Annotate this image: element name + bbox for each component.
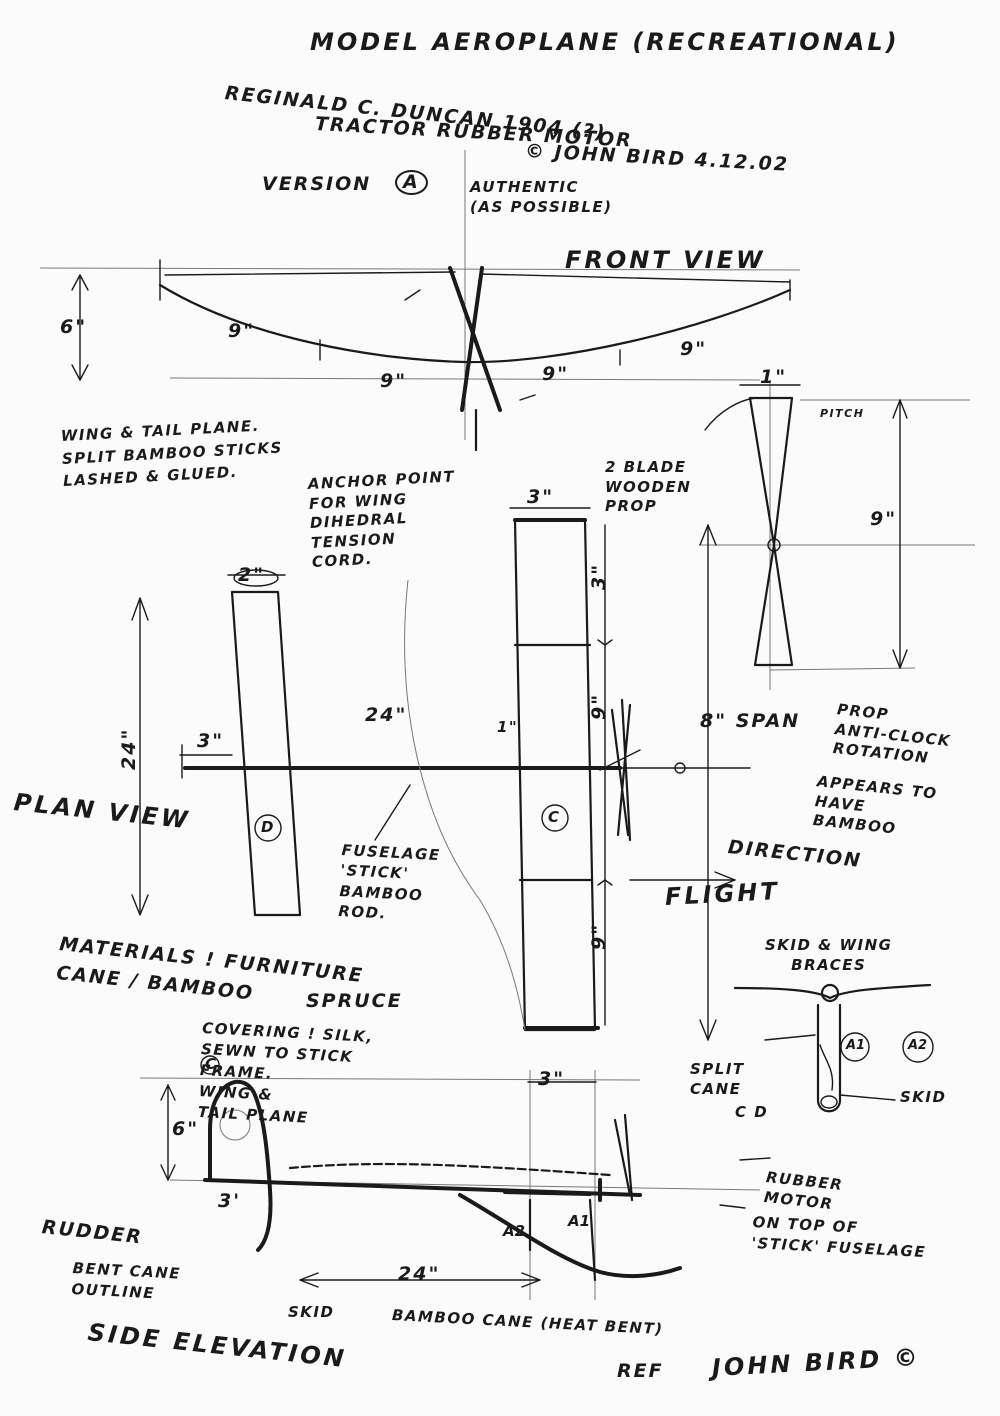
side-skid-label: SKID bbox=[288, 1303, 335, 1321]
tail-span-dim: 24" bbox=[118, 727, 140, 770]
version-label: VERSION bbox=[262, 173, 372, 195]
prop-lower-blade bbox=[753, 543, 794, 667]
prop-width-dim: 1" bbox=[760, 366, 788, 388]
version-note: AUTHENTIC (AS POSSIBLE) bbox=[470, 178, 613, 216]
skid-detail-label: SKID bbox=[900, 1088, 947, 1106]
footer-ref: REF bbox=[617, 1360, 664, 1382]
fuselage-note: FUSELAGE 'STICK' BAMBOO ROD. bbox=[337, 841, 442, 923]
prop-half-span-dim: 9" bbox=[870, 508, 898, 530]
wing-tailplane-note: WING & TAIL PLANE. SPLIT BAMBOO STICKS L… bbox=[60, 416, 284, 490]
dihedral-tension-cord bbox=[404, 579, 526, 1031]
title-main: MODEL AEROPLANE (RECREATIONAL) bbox=[310, 28, 900, 56]
rudder-width-dim: 3' bbox=[218, 1190, 242, 1212]
version-mark: A bbox=[395, 170, 428, 195]
rudder-height-dim: 6" bbox=[172, 1118, 200, 1140]
spruce-note: SPRUCE bbox=[306, 990, 403, 1012]
front-view-label: FRONT VIEW bbox=[565, 246, 766, 274]
tail-mark: D bbox=[261, 818, 274, 836]
side-mark-a1: A1 bbox=[568, 1212, 591, 1230]
skid-mark-a1: A1 bbox=[846, 1038, 866, 1053]
prop-material-note: APPEARS TO HAVE BAMBOO bbox=[812, 772, 939, 838]
prop-tip-note: PITCH bbox=[820, 407, 865, 420]
skid-braces-label: SKID & WING BRACES bbox=[765, 936, 893, 974]
skid-detail-drawing bbox=[733, 983, 934, 1113]
prop-rotation-note: PROP ANTI-CLOCK ROTATION bbox=[832, 700, 953, 767]
skid-detail-cane bbox=[816, 1003, 842, 1113]
heat-bent-skid bbox=[458, 1193, 682, 1279]
front-view-wing-curve bbox=[158, 283, 792, 364]
front-view-seg-3: 9" bbox=[542, 363, 570, 385]
rubber-motor-note: RUBBER MOTOR bbox=[763, 1168, 845, 1213]
wing-root-dim: 1" bbox=[497, 718, 519, 736]
tail-offset-dim: 3" bbox=[197, 730, 225, 752]
prop-upper-blade bbox=[748, 396, 794, 547]
front-view-seg-2: 9" bbox=[380, 370, 408, 392]
wing-bay-dim-2: 9" bbox=[588, 692, 610, 720]
covering-note: COVERING ! SILK, SEWN TO STICK FRAME. WI… bbox=[197, 1019, 375, 1127]
fuselage-length-dim: 24" bbox=[365, 704, 408, 726]
wing-bay-dim-3: 9" bbox=[588, 922, 610, 950]
split-cane-note: SPLIT CANE bbox=[690, 1060, 745, 1098]
rubber-motor bbox=[288, 1162, 612, 1177]
split-cane-marks: C D bbox=[735, 1103, 769, 1121]
tail-chord-dim: 2" bbox=[238, 564, 266, 586]
wing-chord-dim: 3" bbox=[527, 486, 555, 508]
prop-note: 2 BLADE WOODEN PROP bbox=[605, 458, 692, 515]
skid-mark-a2: A2 bbox=[908, 1038, 928, 1053]
side-mark-a2: A2 bbox=[503, 1222, 526, 1240]
front-view-seg-1: 9" bbox=[228, 320, 256, 342]
front-view-drawing bbox=[39, 150, 801, 452]
side-elevation-drawing bbox=[139, 1055, 771, 1300]
side-elevation-mark: C bbox=[205, 1055, 217, 1073]
flight-label: FLIGHT bbox=[664, 877, 781, 911]
prop-span-dim: 8" SPAN bbox=[700, 710, 801, 732]
skid-length-dim: 24" bbox=[398, 1263, 441, 1285]
side-chord-dim: 3" bbox=[538, 1068, 566, 1090]
front-view-height-dim: 6" bbox=[60, 316, 88, 338]
prop-drawing bbox=[699, 380, 975, 1041]
rudder-outline bbox=[208, 1079, 273, 1252]
rudder-note: BENT CANE OUTLINE bbox=[71, 1259, 182, 1303]
front-view-seg-4: 9" bbox=[680, 338, 708, 360]
front-view-prop bbox=[448, 266, 502, 412]
main-wing-outline bbox=[513, 518, 597, 1032]
tail-plane-outline bbox=[230, 590, 302, 917]
wing-mark: C bbox=[548, 808, 560, 826]
plan-view-drawing bbox=[131, 507, 751, 1032]
wing-bay-dim-1: 3" bbox=[588, 562, 610, 590]
anchor-point-note: ANCHOR POINT FOR WING DIHEDRAL TENSION C… bbox=[307, 467, 456, 571]
